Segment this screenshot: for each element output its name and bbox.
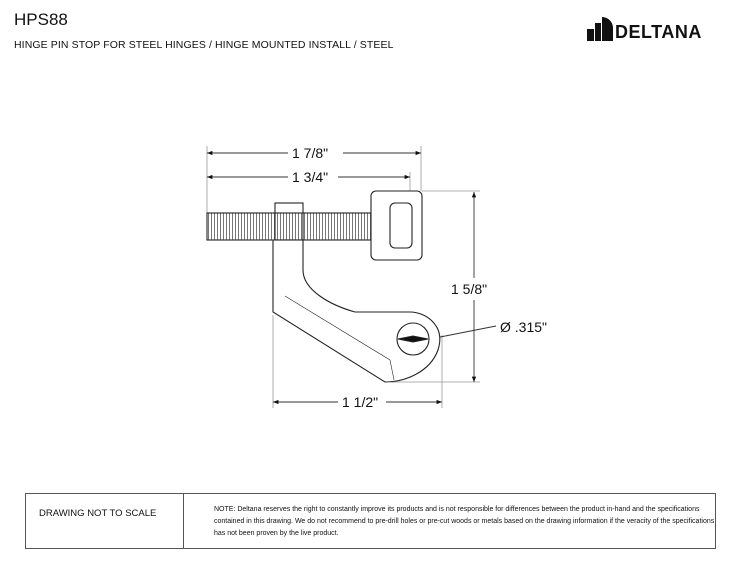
disclaimer-note: NOTE: Deltana reserves the right to cons… [214,506,715,537]
dim-arm-width: 1 1/2" [342,394,378,410]
footer-box: DRAWING NOT TO SCALE NOTE: Deltana reser… [25,493,716,549]
dim-hole-diameter: Ø .315" [500,319,547,335]
dim-overall-length: 1 7/8" [292,145,328,161]
dim-height: 1 5/8" [451,281,487,297]
scale-note: DRAWING NOT TO SCALE [26,494,184,548]
deltana-logo-icon [587,17,613,41]
product-code: HPS88 [14,10,68,29]
dim-thread-length: 1 3/4" [292,169,328,185]
product-description: HINGE PIN STOP FOR STEEL HINGES / HINGE … [14,39,394,51]
brand-name: DELTANA [615,22,702,42]
hinge-pin-stop-part [206,190,441,383]
brand-logo: DELTANA [587,17,702,41]
dimension-lines [207,150,497,405]
extension-lines [206,146,480,408]
